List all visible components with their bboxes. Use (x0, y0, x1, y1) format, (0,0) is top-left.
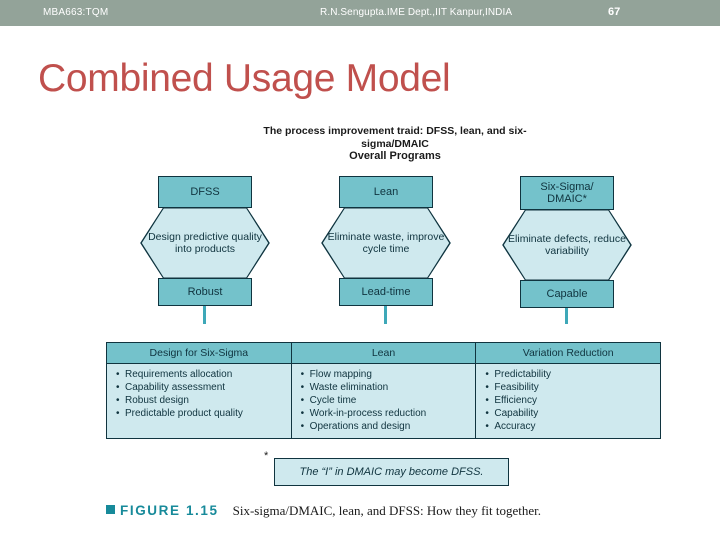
figure-heading-line-3: Overall Programs (349, 150, 441, 162)
figure-caption-label: FIGURE 1.15 (120, 503, 219, 518)
bullet-icon: • (116, 369, 120, 380)
bullet-icon: • (485, 408, 489, 419)
bullet-icon: • (485, 382, 489, 393)
caption-square-icon (106, 505, 115, 514)
pillar-six-sigma-dmaic: Six-Sigma/ DMAIC* Eliminate defects, red… (502, 176, 632, 308)
list-item-label: Capability assessment (125, 382, 226, 393)
list-item-label: Accuracy (494, 421, 536, 432)
figure-caption: FIGURE 1.15 Six-sigma/DMAIC, lean, and D… (106, 503, 541, 519)
list-item: • Waste elimination (301, 381, 476, 394)
bullet-icon: • (300, 408, 305, 419)
figure-heading-line-2: and six-sigma/DMAIC (361, 125, 527, 150)
page-title: Combined Usage Model (38, 57, 451, 100)
bullet-icon: • (300, 395, 305, 406)
list-item-label: Cycle time (309, 395, 357, 406)
pillar-hexagon: Design predictive quality into products (140, 207, 270, 279)
table-column-body: • Flow mapping • Waste elimination • Cycle … (292, 364, 476, 438)
footnote-callout-box: The “I” in DMAIC may become DFSS. (274, 458, 509, 486)
connector-line-lean (384, 306, 387, 324)
footnote-text: The “I” in DMAIC may become DFSS. (299, 466, 484, 478)
table-column-variation-reduction: Variation Reduction • Predictability • Fea… (476, 343, 661, 438)
list-item: • Requirements allocation (116, 368, 291, 381)
pillar-hexagon-label: Eliminate waste, improve cycle time (327, 230, 445, 256)
list-item: • Predictable product quality (116, 407, 291, 420)
list-item: • Capability assessment (116, 381, 291, 394)
list-item: • Operations and design (301, 420, 476, 433)
list-item: • Cycle time (301, 394, 476, 407)
pillar-foot-box: Robust (158, 278, 252, 306)
list-item: • Robust design (116, 394, 291, 407)
list-item: • Work-in-process reduction (301, 407, 476, 420)
list-item-label: Work-in-process reduction (309, 408, 427, 419)
table-column-header: Lean (291, 343, 476, 364)
list-item-label: Flow mapping (309, 369, 372, 380)
header-page-number: 67 (608, 6, 621, 18)
list-item: • Feasibility (485, 381, 660, 394)
bullet-icon: • (116, 382, 120, 393)
list-item: • Efficiency (485, 394, 660, 407)
list-item-label: Feasibility (494, 382, 539, 393)
table-column-header: Variation Reduction (476, 343, 661, 364)
list-item-label: Capability (494, 408, 539, 419)
figure-container: The process improvement traid: DFSS, lea… (0, 118, 720, 538)
pillar-lean: Lean Eliminate waste, improve cycle time… (321, 176, 451, 306)
pillar-cap-box: Six-Sigma/ DMAIC* (520, 176, 614, 210)
list-item: • Capability (485, 407, 660, 420)
pillar-hexagon-label: Eliminate defects, reduce variability (508, 232, 626, 258)
connector-line-six-sigma (565, 306, 568, 324)
list-item-label: Requirements allocation (125, 369, 233, 380)
figure-heading-line-1: The process improvement traid: DFSS, lea… (263, 125, 484, 137)
bullet-icon: • (485, 369, 489, 380)
bullet-icon: • (116, 408, 120, 419)
pillar-hexagon: Eliminate defects, reduce variability (502, 209, 632, 281)
pillar-cap-box: Lean (339, 176, 433, 208)
footnote-asterisk: * (264, 450, 269, 462)
slide-header-bar: MBA663:TQM R.N.Sengupta.IME Dept.,IIT Ka… (0, 0, 720, 26)
list-item-label: Efficiency (494, 395, 537, 406)
table-column-header: Design for Six-Sigma (107, 343, 291, 364)
list-item-label: Operations and design (309, 421, 411, 432)
pillar-foot-box: Lead-time (339, 278, 433, 306)
list-item: • Accuracy (485, 420, 660, 433)
list-item-label: Robust design (125, 395, 189, 406)
table-column-lean: Lean • Flow mapping • Waste elimination • C… (291, 343, 477, 438)
pillar-hexagon: Eliminate waste, improve cycle time (321, 207, 451, 279)
bullet-icon: • (485, 395, 489, 406)
bullet-icon: • (300, 382, 305, 393)
pillar-foot-box: Capable (520, 280, 614, 308)
pillar-cap-box: DFSS (158, 176, 252, 208)
pillar-hexagon-label: Design predictive quality into products (148, 230, 262, 256)
bullet-icon: • (116, 395, 120, 406)
figure-caption-text: Six-sigma/DMAIC, lean, and DFSS: How the… (232, 503, 542, 518)
table-column-design-for-six-sigma: Design for Six-Sigma • Requirements alloc… (107, 343, 292, 438)
bullet-icon: • (300, 369, 305, 380)
bullet-icon: • (300, 421, 305, 432)
header-course-label: MBA663:TQM (43, 7, 109, 18)
bullet-icon: • (485, 421, 489, 432)
table-column-body: • Requirements allocation • Capability ass… (107, 364, 291, 438)
detail-table: Design for Six-Sigma • Requirements alloc… (106, 342, 661, 439)
list-item-label: Waste elimination (309, 382, 389, 393)
table-column-body: • Predictability • Feasibility • Efficiency… (476, 364, 660, 438)
list-item: • Flow mapping (301, 368, 476, 381)
list-item-label: Predictability (494, 369, 552, 380)
connector-line-dfss (203, 306, 206, 324)
figure-heading: The process improvement traid: DFSS, lea… (250, 125, 540, 163)
pillar-dfss: DFSS Design predictive quality into prod… (140, 176, 270, 306)
header-author-label: R.N.Sengupta.IME Dept.,IIT Kanpur,INDIA (320, 7, 513, 18)
list-item: • Predictability (485, 368, 660, 381)
list-item-label: Predictable product quality (125, 408, 243, 419)
